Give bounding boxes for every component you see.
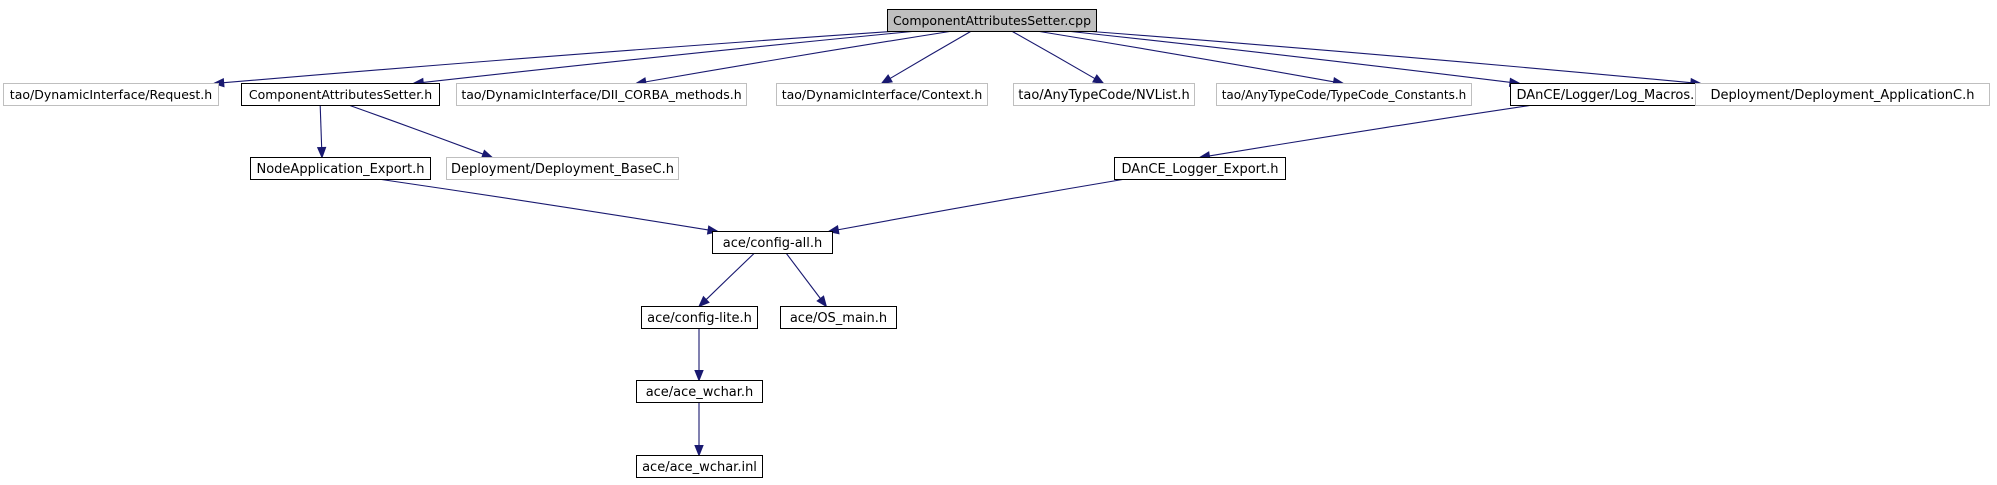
edge-arrowhead xyxy=(694,370,704,382)
edge-root-to-logm xyxy=(1070,30,1522,87)
edge-arrowhead xyxy=(694,445,704,457)
edge-root-to-nvl xyxy=(1012,31,1105,85)
node-label: Deployment/Deployment_BaseC.h xyxy=(451,162,674,177)
node-label: tao/AnyTypeCode/NVList.h xyxy=(1018,88,1189,103)
node-label: tao/DynamicInterface/Request.h xyxy=(10,87,212,102)
node-box xyxy=(1216,83,1472,106)
edge-logm-to-dle xyxy=(1198,104,1530,161)
node-label: ace/ace_wchar.inl xyxy=(642,460,757,475)
edge-line xyxy=(838,178,1123,231)
edge-arrowhead xyxy=(316,146,327,159)
edge-line xyxy=(645,30,950,83)
node-box xyxy=(3,83,219,106)
graph-node-cash[interactable]: ComponentAttributesSetter.h xyxy=(241,83,440,106)
node-box xyxy=(1013,83,1195,106)
edge-cash-to-nae xyxy=(316,105,327,159)
edge-root-to-cash xyxy=(411,30,913,88)
node-box xyxy=(636,455,763,478)
edge-line xyxy=(1012,31,1096,80)
node-label: DAnCE/Logger/Log_Macros.h xyxy=(1517,88,1703,103)
edge-arrowhead xyxy=(480,149,494,159)
edge-line xyxy=(1091,30,1691,84)
node-box xyxy=(250,157,431,180)
node-box xyxy=(636,380,763,403)
node-label: Deployment/Deployment_ApplicationC.h xyxy=(1711,88,1975,103)
graph-node-dapc: Deployment/Deployment_ApplicationC.h xyxy=(1695,83,1990,106)
edge-line xyxy=(1039,30,1334,83)
node-box xyxy=(776,83,988,106)
graph-node-nae[interactable]: NodeApplication_Export.h xyxy=(250,157,431,180)
node-label: ace/config-all.h xyxy=(723,236,823,251)
edge-cfgall-to-cfglite xyxy=(698,253,755,308)
graph-node-req: tao/DynamicInterface/Request.h xyxy=(3,83,219,106)
edge-line xyxy=(889,31,971,79)
node-box xyxy=(887,9,1097,32)
node-box xyxy=(456,83,747,106)
edge-line xyxy=(381,178,709,231)
edge-line xyxy=(223,30,892,84)
node-box xyxy=(641,306,758,329)
node-label: ace/ace_wchar.h xyxy=(646,385,754,400)
edge-root-to-req xyxy=(212,30,892,88)
node-label: DAnCE_Logger_Export.h xyxy=(1122,162,1279,177)
node-label: NodeApplication_Export.h xyxy=(257,162,425,177)
node-box xyxy=(1695,83,1990,106)
graph-node-logm[interactable]: DAnCE/Logger/Log_Macros.h xyxy=(1510,83,1709,106)
edge-arrowhead xyxy=(698,295,710,308)
edge-cfgall-to-osmain xyxy=(785,253,828,308)
node-box xyxy=(1114,157,1286,180)
graph-node-wch[interactable]: ace/ace_wchar.h xyxy=(636,380,763,403)
node-box xyxy=(241,83,440,106)
node-label: ace/OS_main.h xyxy=(790,311,887,326)
edge-root-to-dapc xyxy=(1091,30,1703,88)
node-label: tao/AnyTypeCode/TypeCode_Constants.h xyxy=(1222,88,1467,102)
edge-line xyxy=(319,105,323,148)
edge-line xyxy=(423,30,913,84)
edge-nae-to-cfgall xyxy=(381,178,720,235)
graph-node-ctx: tao/DynamicInterface/Context.h xyxy=(776,83,988,106)
node-label: tao/DynamicInterface/DII_CORBA_methods.h xyxy=(461,87,741,102)
node-label: tao/DynamicInterface/Context.h xyxy=(782,87,983,102)
edge-wch-to-wchi xyxy=(694,402,704,457)
edge-line xyxy=(785,253,821,299)
edge-root-to-dii xyxy=(634,30,950,87)
graph-node-cfgall[interactable]: ace/config-all.h xyxy=(712,231,833,254)
edge-root-to-ctx xyxy=(880,31,971,85)
edge-arrowhead xyxy=(1092,74,1105,85)
edge-cfglite-to-wch xyxy=(694,328,704,382)
edge-arrowhead xyxy=(816,295,828,308)
graph-node-tcc: tao/AnyTypeCode/TypeCode_Constants.h xyxy=(1216,83,1472,106)
graph-node-osmain[interactable]: ace/OS_main.h xyxy=(780,306,897,329)
node-label: ComponentAttributesSetter.cpp xyxy=(893,13,1091,28)
graph-node-root[interactable]: ComponentAttributesSetter.cpp xyxy=(887,9,1097,32)
edges-layer xyxy=(212,30,1703,457)
edge-cash-to-dbc xyxy=(349,104,494,159)
node-box xyxy=(446,157,679,180)
graph-node-cfglite[interactable]: ace/config-lite.h xyxy=(641,306,758,329)
node-label: ComponentAttributesSetter.h xyxy=(249,87,432,102)
graph-node-wchi[interactable]: ace/ace_wchar.inl xyxy=(636,455,763,478)
graph-node-dle[interactable]: DAnCE_Logger_Export.h xyxy=(1114,157,1286,180)
edge-arrowhead xyxy=(880,74,893,85)
graph-node-dii: tao/DynamicInterface/DII_CORBA_methods.h xyxy=(456,83,747,106)
node-label: ace/config-lite.h xyxy=(647,311,752,326)
edge-line xyxy=(1209,104,1530,157)
graph-node-nvl: tao/AnyTypeCode/NVList.h xyxy=(1013,83,1195,106)
node-box xyxy=(780,306,897,329)
edge-line xyxy=(349,104,484,155)
nodes-layer: ComponentAttributesSetter.cpp tao/Dynamic… xyxy=(3,9,1990,478)
edge-dle-to-cfgall xyxy=(827,178,1123,235)
edge-line xyxy=(705,253,755,300)
node-box xyxy=(712,231,833,254)
graph-node-dbc: Deployment/Deployment_BaseC.h xyxy=(446,157,679,180)
edge-line xyxy=(1070,30,1511,83)
